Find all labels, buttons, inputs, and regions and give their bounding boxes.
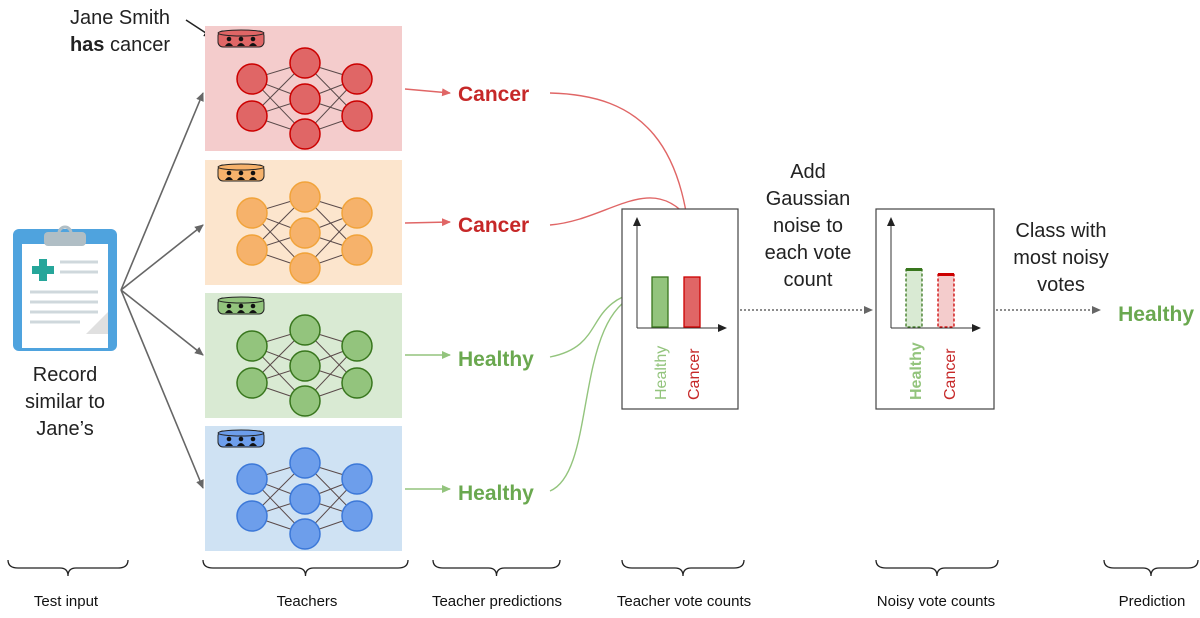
neuron [341,234,373,266]
neuron [289,447,321,479]
noisy-label-healthy: Healthy [908,342,925,400]
noisy-bar-cancer [937,273,955,328]
noise-step-line-4: each vote [765,242,852,264]
test-input-caption-2: similar to [25,391,105,413]
neuron [289,483,321,515]
teacher-prediction-2: Cancer [458,214,529,237]
stage-brace [432,559,561,577]
stage-brace [1103,559,1199,577]
test-input-caption-1: Record [33,364,97,386]
final-prediction: Healthy [1118,303,1194,326]
neuron [236,63,268,95]
noise-step-line-5: count [784,269,833,291]
noisy-bar-healthy [905,268,923,328]
neuron [236,330,268,362]
neuron [289,47,321,79]
stage-label-teachers: Teachers [277,593,338,610]
stage-label-teacher-vote-counts: Teacher vote counts [617,593,751,610]
stage-brace [7,559,129,577]
neuron [289,118,321,150]
test-input-caption-3: Jane’s [36,418,93,440]
neuron [341,63,373,95]
annotation-rest: cancer [104,34,170,56]
neuron [289,518,321,550]
noise-step-line-3: noise to [773,215,843,237]
neuron [341,367,373,399]
neuron [289,350,321,382]
teacher-model [205,426,402,551]
database-icon [217,296,265,315]
teacher-model [205,160,402,285]
database-icon [217,163,265,182]
teacher-prediction-4: Healthy [458,482,534,505]
annotation-line-1: Jane Smith [70,7,170,29]
neuron [289,217,321,249]
vote-chart-frame [621,208,739,410]
teacher-prediction-3: Healthy [458,348,534,371]
neuron [289,385,321,417]
stage-label-teacher-predictions: Teacher predictions [432,593,562,610]
noisy-label-cancer: Cancer [942,348,959,400]
stage-brace [621,559,745,577]
neuron [236,463,268,495]
neuron [289,181,321,213]
stage-label-test-input: Test input [34,593,99,610]
neuron [341,463,373,495]
neuron [289,314,321,346]
teacher-prediction-1: Cancer [458,83,529,106]
stage-brace [202,559,409,577]
teacher-to-prediction-arrows [404,88,451,493]
teacher-model [205,293,402,418]
database-icon [217,429,265,448]
neuron [341,330,373,362]
noise-step-line-1: Add [790,161,826,183]
argmax-step-line-3: votes [1037,274,1085,296]
neuron [236,197,268,229]
noisy-chart-frame [875,208,995,410]
teachers-group [205,26,402,551]
neuron [236,234,268,266]
neuron [236,367,268,399]
neuron [341,197,373,229]
annotation-line-2: has cancer [70,34,170,56]
argmax-step-line-1: Class with [1015,220,1106,242]
neuron [236,100,268,132]
clipboard-icon [13,225,117,351]
vote-label-cancer: Cancer [686,348,703,400]
noise-step-line-2: Gaussian [766,188,851,210]
neuron [236,500,268,532]
argmax-step-line-2: most noisy [1013,247,1109,269]
neuron [341,100,373,132]
neuron [341,500,373,532]
stage-brace [875,559,999,577]
stage-label-noisy-vote-counts: Noisy vote counts [877,593,995,610]
vote-count-chart: Healthy Cancer [621,208,739,410]
stage-braces [7,559,1199,577]
neuron [289,83,321,115]
neuron [289,252,321,284]
noisy-vote-count-chart: Healthy Cancer [875,208,995,410]
stage-label-prediction: Prediction [1119,593,1186,610]
annotation-bold-word: has [70,34,104,56]
vote-label-healthy: Healthy [653,346,670,400]
annotation: Jane Smith has cancer [70,7,213,56]
teacher-model [205,26,402,151]
database-icon [217,29,265,48]
vote-bar-healthy [651,276,669,328]
fanout-arrows [120,92,204,489]
vote-bar-cancer [683,276,701,328]
